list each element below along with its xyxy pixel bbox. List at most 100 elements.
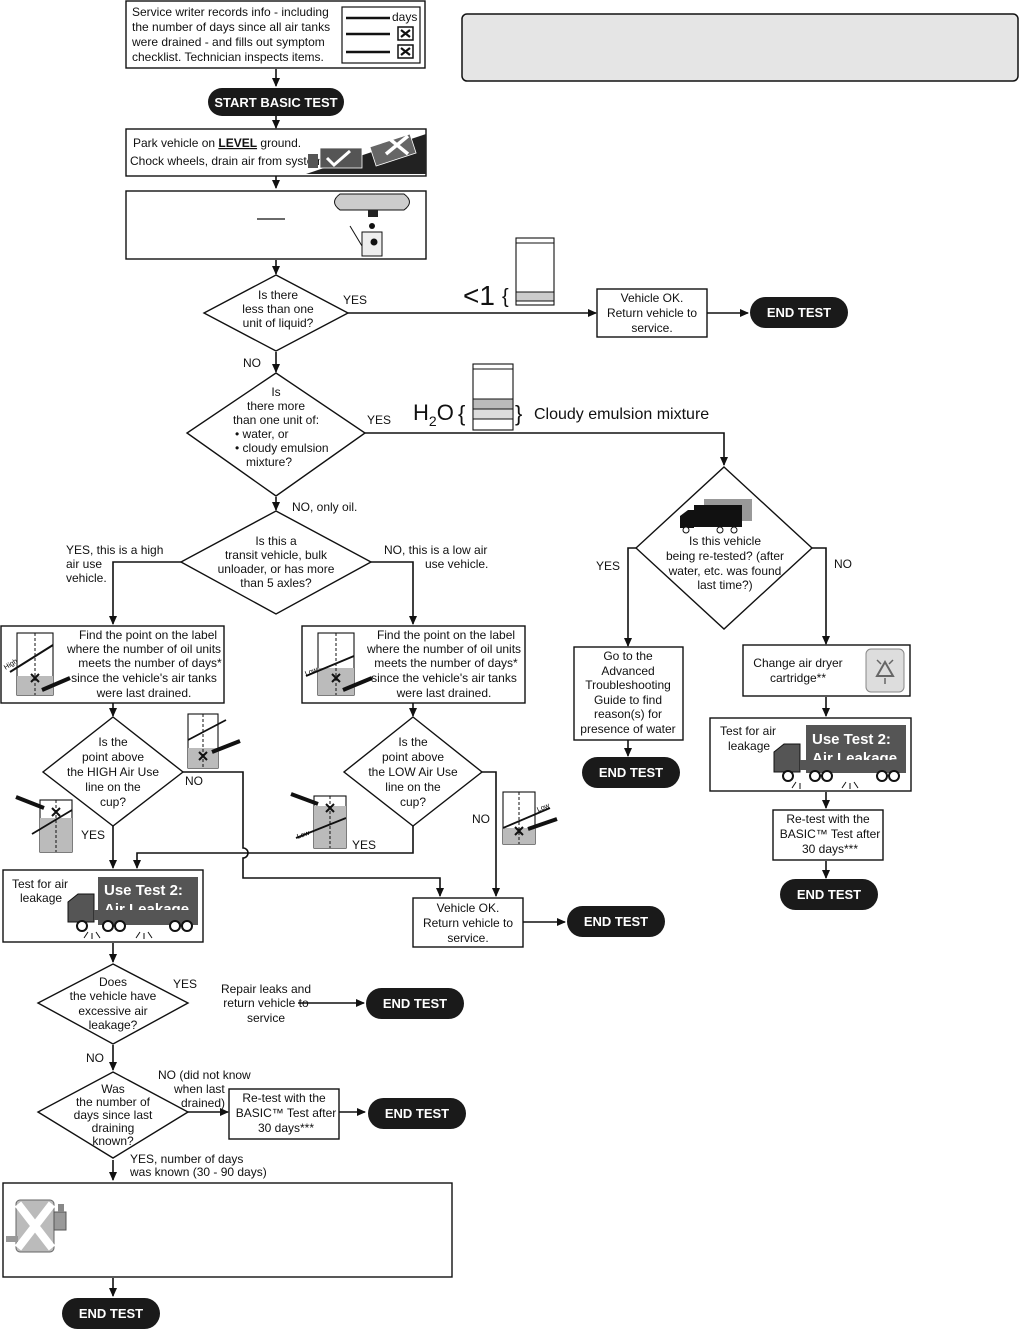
ok-b-line-3: service. [447,931,488,945]
decision-above-low-line: Is the point above the LOW Air Use line … [342,716,484,827]
d4-line-2: point above [82,750,144,764]
dryer-1: Change air dryer [753,656,842,670]
truck-leak-icon-right [773,743,905,789]
adv-6: presence of water [580,722,675,736]
d5-line-5: cup? [400,795,426,809]
d8-line-4: draining [92,1121,135,1135]
decision-less-than-one-unit: Is there less than one unit of liquid? [202,274,350,352]
d6-line-1: Is this vehicle [689,534,761,548]
ok-b-line-2: Return vehicle to [423,916,513,930]
d7-yes-label: YES [173,977,197,991]
d2-line-4: • water, or [235,427,289,441]
yes-known-1: YES, number of days [130,1152,243,1166]
note-box [461,13,1019,82]
d2-line-2: there more [247,399,305,413]
dryer-2: cartridge** [770,671,826,685]
vehicle-ok-box-top: Vehicle OK. Return vehicle to service. [596,288,708,338]
d3-line-3: unloader, or has more [218,562,335,576]
ok-b-line-1: Vehicle OK. [437,901,500,915]
repair-3: service [247,1011,285,1025]
d6-no-label: NO [834,557,852,571]
recycle-cartridge-icon [865,648,905,693]
d5-line-3: the LOW Air Use [368,765,458,779]
ok-a-line-2: Return vehicle to [607,306,697,320]
end-label-5: END TEST [383,996,447,1011]
end-label-1: END TEST [767,305,831,320]
park-text-2: Chock wheels, drain air from system. [130,154,327,168]
h2o-h: H [413,400,429,425]
high-yes-cup-icon [15,795,73,853]
d8-line-1: Was [101,1082,125,1096]
brace-left-icon: { [502,286,509,308]
d1-line-3: unit of liquid? [243,316,314,330]
retest-r-1: Re-test with the [786,812,870,826]
low-label-cup-icon: Low [304,632,373,696]
end-test-pill-1: END TEST [750,297,848,328]
days-label: days [392,10,417,24]
find-high-1: Find the point on the label [79,628,217,642]
retest-l-2: BASIC™ Test after [236,1106,336,1120]
adv-3: Troubleshooting [585,678,671,692]
d5-line-2: point above [382,750,444,764]
end-test-pill-5: END TEST [366,988,464,1019]
find-point-high-box: High Find the point on the label where t… [0,625,225,704]
d7-line-3: excessive air [78,1004,147,1018]
d6-line-2: being re-tested? (after [666,549,784,563]
d1-line-1: Is there [258,288,298,302]
find-low-1: Find the point on the label [377,628,515,642]
d6-yes-label: YES [596,559,620,573]
find-low-5: were last drained. [396,686,492,700]
no-not-know-2: when last [173,1082,225,1096]
find-low-4: since the vehicle's air tanks [371,671,517,685]
ok-a-line-3: service. [631,321,672,335]
yes-high-1: YES, this is a high [66,543,163,557]
low-tag-3: Low [536,802,551,814]
checklist-form-icon [341,6,421,64]
start-label: START BASIC TEST [214,95,337,110]
d3-line-1: Is this a [255,534,297,548]
d7-no-label: NO [86,1051,104,1065]
d4-no-label: NO [185,774,203,788]
end-label-7: END TEST [79,1306,143,1321]
high-label-cup-icon: High [3,632,71,696]
retest-r-2: BASIC™ Test after [780,827,880,841]
park-vehicle-box: Park vehicle on LEVEL ground. Chock whee… [125,128,427,177]
no-low-2: use vehicle. [425,557,488,571]
measuring-cup-icon [515,237,555,306]
end-test-pill-6: END TEST [368,1098,466,1129]
retest-l-3: 30 days*** [258,1121,314,1135]
intro-text-2: the number of days since all air tanks [132,20,330,34]
end-label-2: END TEST [584,914,648,929]
repair-1: Repair leaks and [221,982,311,996]
d4-line-1: Is the [98,735,128,749]
d4-line-3: the HIGH Air Use [67,765,159,779]
d7-line-2: the vehicle have [70,989,157,1003]
emulsion-cup-icon [472,363,514,431]
adv-4: Guide to find [594,693,662,707]
adv-2: Advanced [601,664,654,678]
d6-line-4: last time?) [697,578,752,592]
test-air-leakage-box-left: Test for air leakage Use Test 2: Air Lea… [2,869,204,943]
low-tag: Low [304,666,319,678]
low-tag-2: Low [296,829,311,840]
intro-box: Service writer records info - including … [125,0,426,69]
repair-2: return vehicle to [223,996,309,1010]
d2-line-5: • cloudy emulsion [235,441,329,455]
d8-line-3: days since last [74,1108,153,1122]
d2-yes-label: YES [367,413,391,427]
end-test-pill-3: END TEST [582,757,680,788]
no-low-1: NO, this is a low air [384,543,487,557]
air-tank-drain-icon [334,193,410,257]
d4-line-4: line on the [85,780,141,794]
d4-line-5: cup? [100,795,126,809]
find-high-2: where the number of oil units [66,642,221,656]
brace-left-icon-2: { [458,401,465,426]
end-test-pill-4: END TEST [780,879,878,910]
park-text-a: Park vehicle on [133,136,218,150]
retest-r-3: 30 days*** [802,842,858,856]
d1-no-label: NO [243,356,261,370]
find-low-3: meets the number of days* [374,656,518,670]
decision-being-retested: Is this vehicle being re-tested? (after … [634,466,814,630]
intro-text-4: checklist. Technician inspects items. [132,50,324,64]
